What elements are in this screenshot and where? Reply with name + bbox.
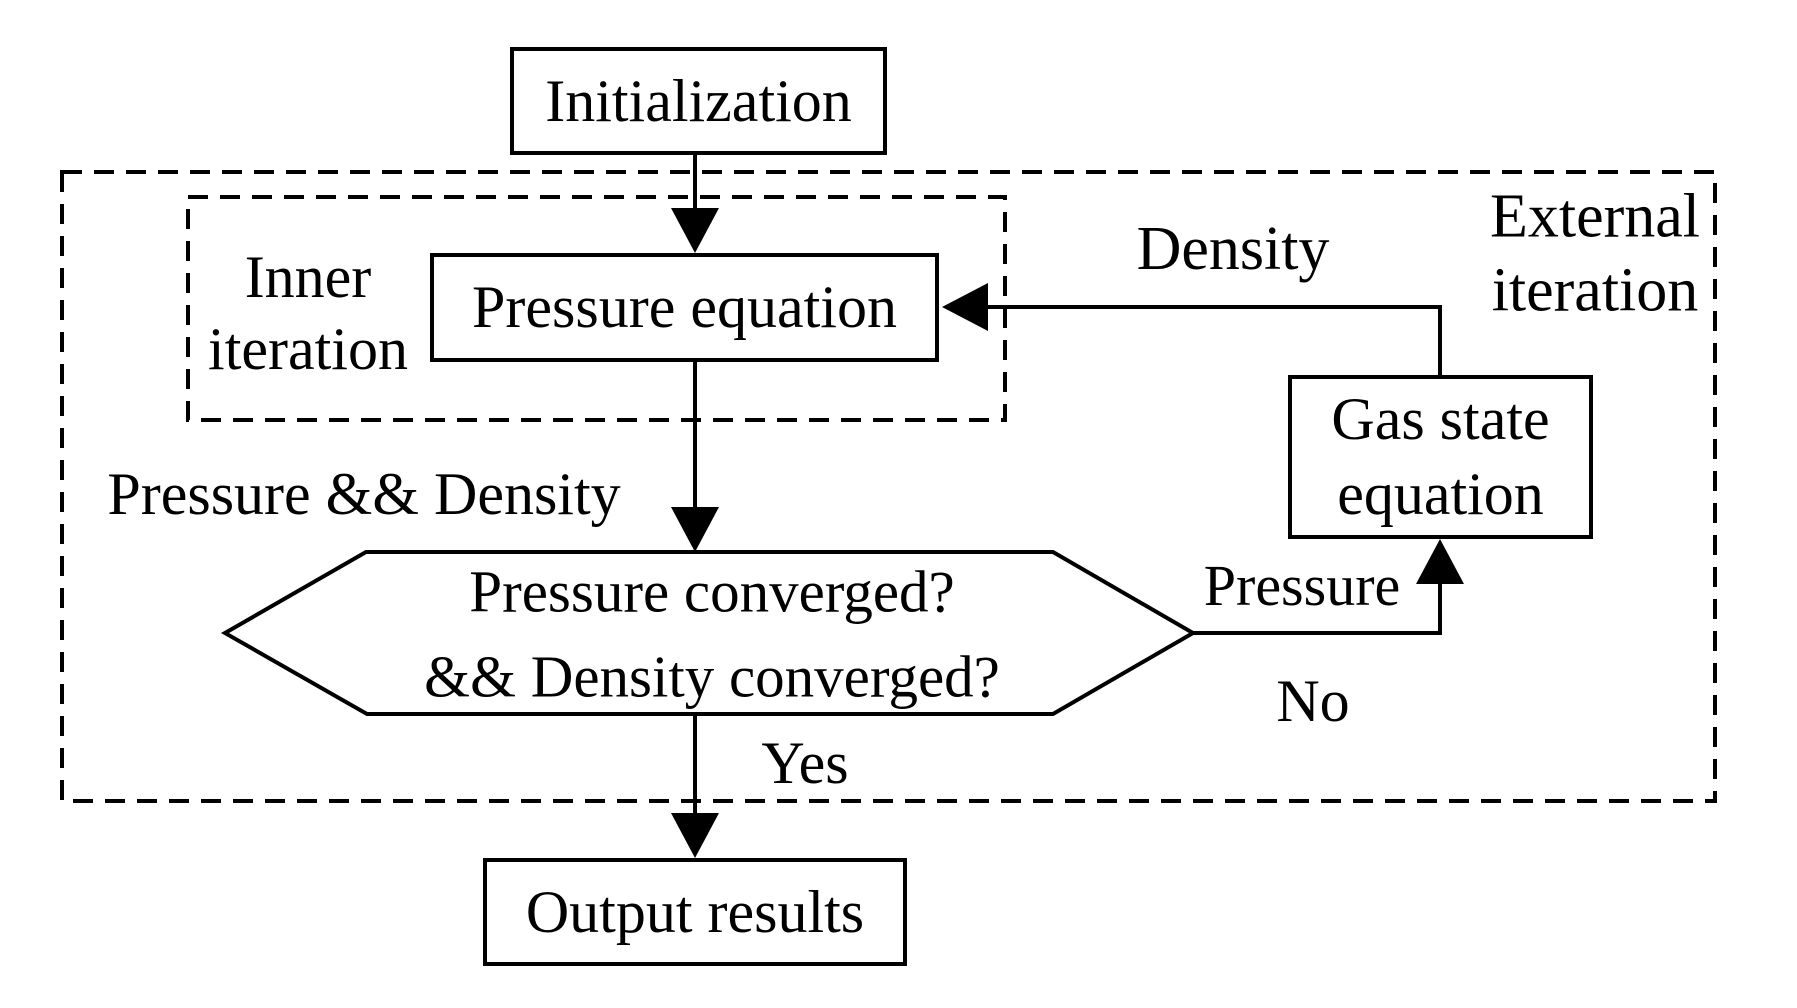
pressure-edge-label: Pressure xyxy=(1203,553,1401,619)
arrowhead-down-into-decision xyxy=(671,507,719,552)
arrowhead-down-into-output xyxy=(671,813,719,858)
edge-density-feedback xyxy=(986,305,1442,375)
arrowhead-left-into-pressure-equation xyxy=(942,283,988,331)
density-edge-label: Density xyxy=(1136,214,1330,283)
inner-iteration-label-line2: iteration xyxy=(208,316,408,382)
pressure-equation-box: Pressure equation xyxy=(430,253,939,362)
decision-text-line2: && Density converged? xyxy=(424,643,1000,710)
external-iteration-label-line2: iteration xyxy=(1491,257,1699,325)
initialization-box: Initialization xyxy=(510,47,887,155)
pressure-equation-label: Pressure equation xyxy=(472,274,897,341)
output-results-label: Output results xyxy=(525,878,865,945)
edge-pressure-no-branch xyxy=(1193,583,1442,635)
external-iteration-label: External iteration xyxy=(1490,180,1700,329)
no-edge-label: No xyxy=(1276,668,1350,734)
arrowhead-down-into-pressure-equation xyxy=(671,208,719,253)
output-results-box: Output results xyxy=(483,858,907,966)
decision-text-line1: Pressure converged? xyxy=(469,558,955,625)
external-iteration-dashed-box xyxy=(60,170,1717,803)
yes-edge-label: Yes xyxy=(761,730,849,796)
inner-iteration-label: Inner iteration xyxy=(208,241,408,385)
gas-state-label-line1: Gas state xyxy=(1331,386,1550,452)
initialization-label: Initialization xyxy=(545,67,852,134)
external-iteration-label-line1: External xyxy=(1489,182,1701,251)
gas-state-equation-box: Gas state equation xyxy=(1288,375,1593,539)
gas-state-label-line2: equation xyxy=(1337,461,1544,527)
arrowhead-up-into-gas-state xyxy=(1416,539,1464,584)
inner-iteration-label-line1: Inner xyxy=(244,244,372,310)
pressure-and-density-edge-label: Pressure && Density xyxy=(107,461,621,527)
